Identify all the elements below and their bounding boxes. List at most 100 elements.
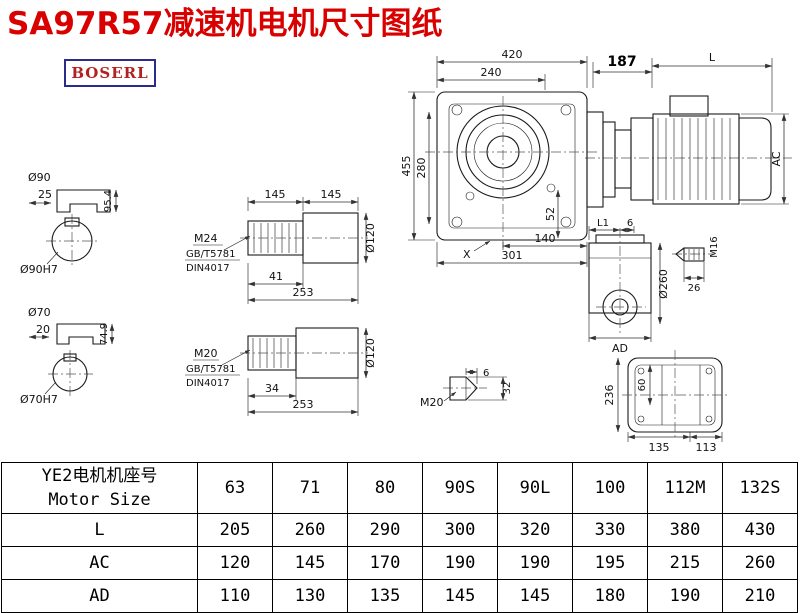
shaft-detail-m20-drawing: Ø120 M20 GB/T5781 DIN4017 34 253 xyxy=(185,327,377,416)
bolt-body-m16 xyxy=(683,247,705,262)
col-header-90l: 90L xyxy=(497,462,573,514)
cell-AC-100: 195 xyxy=(572,546,648,580)
shaft-circle-90 xyxy=(51,220,93,262)
motor-drawing xyxy=(585,95,792,208)
cell-AD-90s: 145 xyxy=(422,579,498,613)
dim-label-253-bottom: 253 xyxy=(293,398,314,411)
cell-L-100: 330 xyxy=(572,513,648,547)
dim-label-145b: 145 xyxy=(321,188,342,201)
col-header-112m: 112M xyxy=(647,462,723,514)
table-row-L: L 205 260 290 300 320 330 380 430 xyxy=(1,513,798,547)
dim-label-6-side: 6 xyxy=(627,218,633,229)
col-header-80: 80 xyxy=(347,462,423,514)
cell-L-112m: 380 xyxy=(647,513,723,547)
motor-size-table: YE2电机机座号 Motor Size 63 71 80 90S 90L 100… xyxy=(1,462,798,613)
dim-label-dia90: Ø90 xyxy=(28,171,51,184)
col-header-63: 63 xyxy=(197,462,273,514)
cell-AC-63: 120 xyxy=(197,546,273,580)
dim-label-AD: AD xyxy=(612,342,628,355)
dim-label-74-9: 74.9 xyxy=(99,323,110,345)
cell-AC-71: 145 xyxy=(272,546,348,580)
terminal-box xyxy=(669,95,709,117)
shaft-section-o90-drawing: Ø90 25 95.4 Ø90H7 xyxy=(20,171,119,276)
row-label-AC: AC xyxy=(1,546,198,580)
table-row-AD: AD 110 130 135 145 145 180 190 210 xyxy=(1,579,798,613)
shaft-circle-70 xyxy=(52,356,88,392)
dim-label-236: 236 xyxy=(603,385,616,406)
dim-label-240: 240 xyxy=(481,66,502,79)
cell-AD-80: 135 xyxy=(347,579,423,613)
bolt-detail-m16-drawing: M16 26 xyxy=(672,236,720,294)
dim-label-dia70: Ø70 xyxy=(28,306,51,319)
dim-label-32: 32 xyxy=(502,382,513,395)
dim-label-301: 301 xyxy=(502,249,523,262)
dim-label-X: X xyxy=(463,248,471,261)
cell-AD-112m: 190 xyxy=(647,579,723,613)
std-label-gbt5781-bottom: GB/T5781 xyxy=(186,364,236,375)
cell-AD-100: 180 xyxy=(572,579,648,613)
gearbox-rear-view: 236 60 135 113 xyxy=(603,350,728,454)
table-row-AC: AC 120 145 170 190 190 195 215 260 xyxy=(1,546,798,580)
std-label-gbt5781-top: GB/T5781 xyxy=(186,249,236,260)
plug-detail-m20-drawing: 6 32 M20 xyxy=(420,368,513,409)
thread-label-m24: M24 xyxy=(194,232,218,245)
dim-label-L: L xyxy=(709,51,716,64)
dim-label-455: 455 xyxy=(400,156,413,177)
thread-label-m20: M20 xyxy=(194,347,218,360)
cell-L-90l: 320 xyxy=(497,513,573,547)
page-title: SA97R57减速机电机尺寸图纸 xyxy=(7,6,443,42)
cell-AC-132s: 260 xyxy=(722,546,798,580)
col-header-100: 100 xyxy=(572,462,648,514)
dim-label-253-top: 253 xyxy=(293,286,314,299)
cell-AD-63: 110 xyxy=(197,579,273,613)
dim-label-95-4: 95.4 xyxy=(103,190,114,212)
fit-label-o70h7: Ø70H7 xyxy=(20,393,58,406)
cell-AC-112m: 215 xyxy=(647,546,723,580)
motor-front-bell xyxy=(630,117,654,201)
dim-label-280: 280 xyxy=(415,158,428,179)
dim-label-dia260: Ø260 xyxy=(657,269,670,299)
gearbox-side-view: L1 6 Ø260 AD xyxy=(588,218,670,355)
keyway-slot-90 xyxy=(64,217,80,227)
keyway-profile-90 xyxy=(56,189,111,213)
boserl-logo: BOSERL xyxy=(64,59,156,87)
std-label-din4017-bottom: DIN4017 xyxy=(186,378,230,389)
col-header-71: 71 xyxy=(272,462,348,514)
dim-label-135: 135 xyxy=(649,441,670,454)
cell-AC-90s: 190 xyxy=(422,546,498,580)
header-motor-size-cell: YE2电机机座号 Motor Size xyxy=(1,462,198,514)
cell-AC-90l: 190 xyxy=(497,546,573,580)
col-header-90s: 90S xyxy=(422,462,498,514)
dim-label-AC: AC xyxy=(770,151,783,166)
dim-label-26: 26 xyxy=(688,283,701,294)
cell-L-132s: 430 xyxy=(722,513,798,547)
dim-label-420: 420 xyxy=(502,48,523,61)
cell-L-71: 260 xyxy=(272,513,348,547)
cell-AD-132s: 210 xyxy=(722,579,798,613)
dim-label-187: 187 xyxy=(607,54,636,70)
dim-label-dia120-bottom: Ø120 xyxy=(364,338,377,368)
row-label-L: L xyxy=(1,513,198,547)
dim-label-145a: 145 xyxy=(265,188,286,201)
fan-cowl xyxy=(738,117,772,201)
cell-AD-71: 130 xyxy=(272,579,348,613)
dim-label-113: 113 xyxy=(696,441,717,454)
table-header-row: YE2电机机座号 Motor Size 63 71 80 90S 90L 100… xyxy=(1,462,798,514)
row-label-AD: AD xyxy=(1,579,198,613)
logo-text: BOSERL xyxy=(71,64,149,82)
std-label-din4017-top: DIN4017 xyxy=(186,263,230,274)
header-line1: YE2电机机座号 xyxy=(41,466,158,486)
cell-L-63: 205 xyxy=(197,513,273,547)
shaft-detail-m24-drawing: 145 145 Ø120 M24 GB/T5781 DIN4017 41 253 xyxy=(185,188,377,304)
keyway-slot-70 xyxy=(63,353,77,362)
dim-label-20: 20 xyxy=(36,323,50,336)
cell-L-80: 290 xyxy=(347,513,423,547)
adapter-flange xyxy=(586,111,604,208)
dim-label-dia120-top: Ø120 xyxy=(364,223,377,253)
col-header-132s: 132S xyxy=(722,462,798,514)
plug-shape xyxy=(449,376,478,401)
dim-label-41: 41 xyxy=(269,270,283,283)
dim-label-L1: L1 xyxy=(597,218,609,229)
cell-AD-90l: 145 xyxy=(497,579,573,613)
